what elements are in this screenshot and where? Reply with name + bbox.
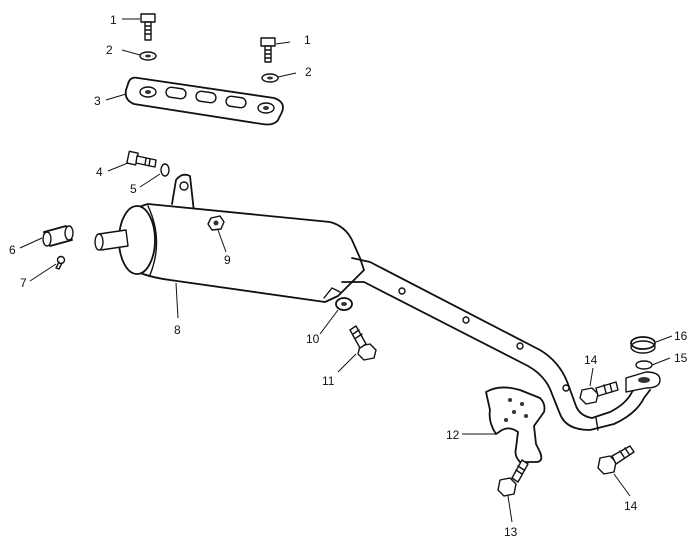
leader-8 bbox=[175, 282, 179, 319]
leader-10 bbox=[319, 309, 339, 335]
callout-3: 3 bbox=[94, 94, 101, 108]
leader-2-left bbox=[121, 49, 141, 56]
callout-9: 9 bbox=[224, 253, 231, 267]
callout-2-left: 2 bbox=[106, 43, 113, 57]
bolt-1-left bbox=[140, 13, 156, 41]
callout-6: 6 bbox=[9, 243, 16, 257]
washer-10 bbox=[335, 297, 353, 311]
callout-1-right: 1 bbox=[304, 33, 311, 47]
callout-14-lower: 14 bbox=[624, 499, 638, 513]
leader-2-right bbox=[277, 72, 297, 78]
callout-14-upper: 14 bbox=[584, 353, 598, 367]
leader-14-upper bbox=[589, 367, 594, 387]
exhaust-head-pipe bbox=[341, 257, 661, 431]
callout-5: 5 bbox=[130, 182, 137, 196]
leader-11 bbox=[337, 353, 357, 373]
washer-5 bbox=[160, 163, 170, 177]
leader-16 bbox=[655, 335, 673, 343]
bracket-3 bbox=[124, 76, 284, 126]
leader-4 bbox=[107, 162, 129, 172]
callout-15: 15 bbox=[674, 351, 688, 365]
callout-8: 8 bbox=[174, 323, 181, 337]
nut-9 bbox=[207, 215, 225, 231]
washer-2-left bbox=[139, 51, 157, 61]
leader-13 bbox=[507, 495, 513, 523]
leader-3 bbox=[105, 93, 127, 101]
leader-15 bbox=[651, 357, 671, 366]
plug-6 bbox=[42, 225, 74, 247]
bracket-12 bbox=[485, 386, 546, 463]
callout-1-left: 1 bbox=[110, 13, 117, 27]
screw-7 bbox=[55, 255, 66, 270]
bolt-11 bbox=[349, 325, 377, 361]
ring-15 bbox=[635, 360, 653, 370]
bolt-14-upper bbox=[579, 381, 619, 405]
leader-9 bbox=[217, 229, 227, 253]
bolt-14-lower bbox=[597, 445, 635, 475]
leader-1-right bbox=[275, 41, 291, 45]
callout-11: 11 bbox=[322, 374, 335, 388]
callout-12: 12 bbox=[446, 428, 460, 442]
washer-2-right bbox=[261, 73, 279, 83]
callout-16: 16 bbox=[674, 329, 688, 343]
gasket-16 bbox=[630, 336, 656, 354]
callout-2-right: 2 bbox=[305, 65, 312, 79]
leader-14-lower bbox=[613, 473, 631, 497]
callout-10: 10 bbox=[306, 332, 320, 346]
leader-7 bbox=[29, 263, 57, 282]
callout-4: 4 bbox=[96, 165, 103, 179]
bolt-13 bbox=[497, 459, 529, 497]
bolt-4 bbox=[126, 150, 157, 168]
muffler-8 bbox=[94, 173, 365, 303]
leader-6 bbox=[19, 237, 43, 249]
callout-13: 13 bbox=[504, 525, 518, 539]
bolt-1-right bbox=[260, 37, 276, 63]
leader-5 bbox=[139, 173, 161, 188]
callout-7: 7 bbox=[20, 276, 27, 290]
